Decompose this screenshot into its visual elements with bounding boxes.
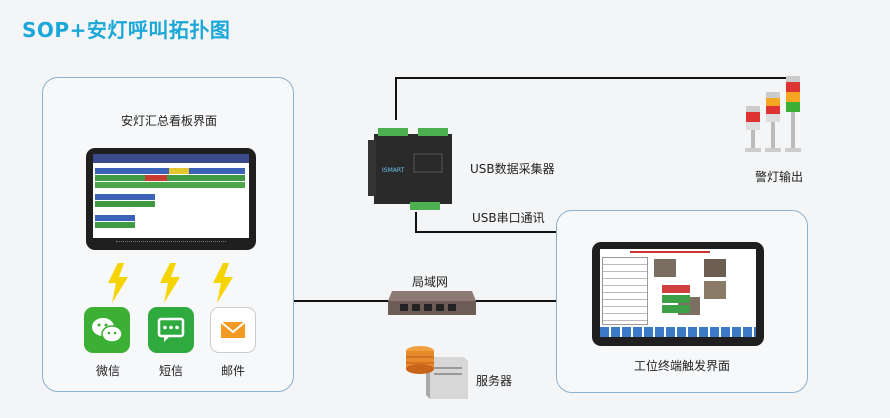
dashboard-alert-cell	[145, 175, 167, 181]
dashboard-row	[95, 222, 135, 228]
sop-photo	[704, 281, 726, 299]
sop-photo	[654, 259, 676, 277]
terminal-tablet	[592, 242, 764, 346]
wechat-icon	[84, 307, 130, 353]
alarm-output-label: 警灯输出	[755, 170, 804, 184]
sop-header-line	[630, 251, 710, 253]
usb-collector-label: USB数据采集器	[470, 162, 555, 176]
dashboard-label: 安灯汇总看板界面	[121, 114, 218, 128]
dashboard-tablet	[86, 148, 256, 250]
terminal-label: 工位终端触发界面	[634, 359, 731, 373]
sop-document-table	[602, 257, 648, 325]
alarm-light-icon	[745, 76, 801, 152]
dashboard-row	[95, 175, 245, 181]
dashboard-row	[95, 194, 155, 200]
network-switch-icon	[388, 291, 476, 315]
sms-icon	[148, 307, 194, 353]
sop-photo	[704, 259, 726, 277]
dashboard-row	[95, 201, 155, 207]
tablet-nav-bar	[116, 241, 226, 246]
lightning-icon	[160, 263, 180, 303]
dashboard-header-bar	[93, 154, 249, 163]
server-icon	[406, 346, 468, 399]
mail-label: 邮件	[221, 364, 246, 378]
dashboard-warn-cell	[169, 168, 189, 174]
lightning-icon	[108, 263, 128, 303]
dashboard-row	[95, 215, 135, 221]
lightning-icon	[213, 263, 233, 303]
dashboard-screen	[93, 154, 249, 238]
usb-collector-device: ISMART	[368, 88, 454, 210]
trigger-button-green	[662, 295, 690, 303]
svg-text:ISMART: ISMART	[382, 167, 405, 174]
trigger-button-red	[662, 285, 690, 293]
usb-serial-label: USB串口通讯	[472, 211, 545, 225]
wechat-label: 微信	[96, 364, 121, 378]
mail-icon	[210, 307, 256, 353]
terminal-screen	[600, 249, 756, 337]
terminal-bottom-bar	[600, 327, 756, 337]
server-label: 服务器	[476, 374, 513, 388]
page-title: SOP+安灯呼叫拓扑图	[22, 18, 231, 42]
sms-label: 短信	[159, 364, 184, 378]
network-label: 局域网	[412, 275, 449, 289]
dashboard-row	[95, 182, 245, 188]
trigger-button-green	[662, 305, 690, 313]
